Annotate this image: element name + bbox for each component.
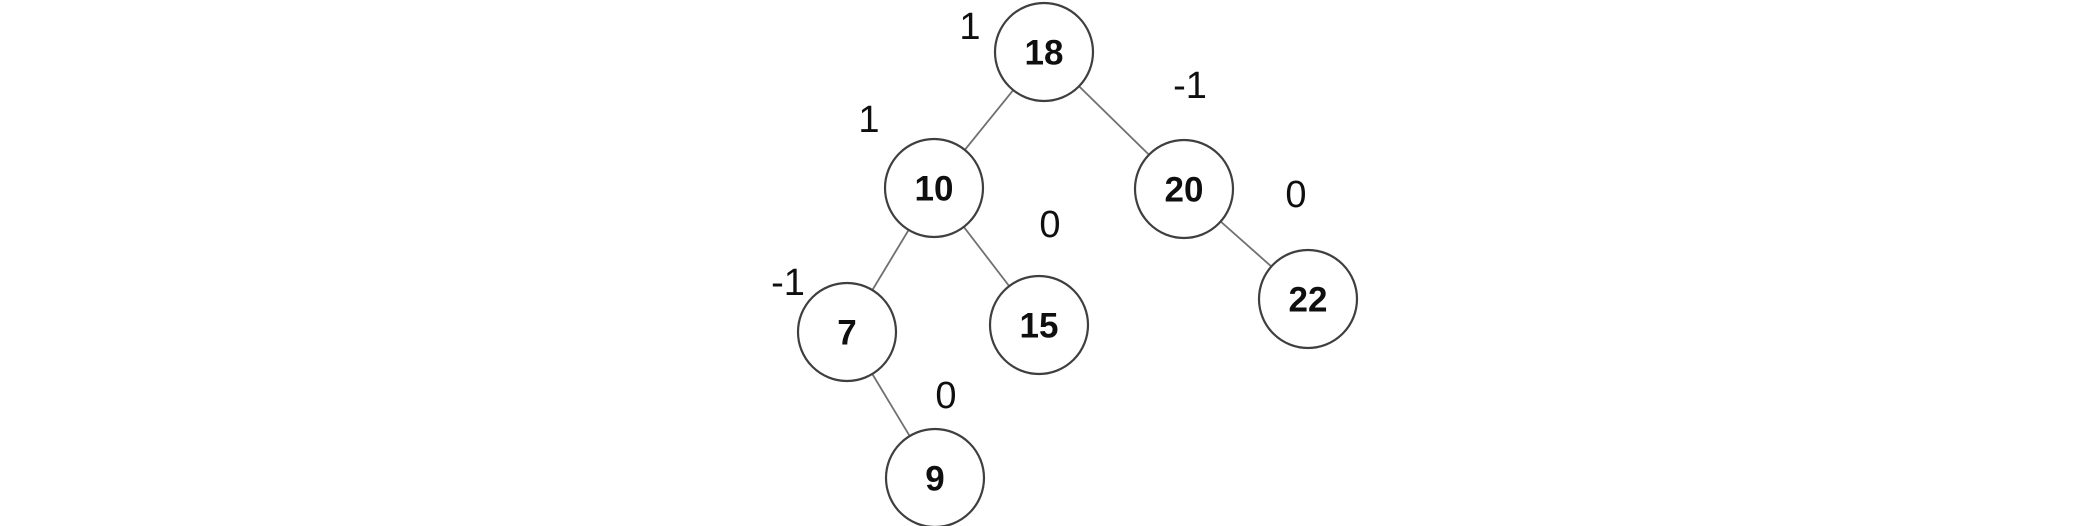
tree-node-20 <box>1133 138 1235 240</box>
tree-node-18 <box>993 1 1095 103</box>
tree-node-15 <box>988 274 1090 376</box>
balance-label-7: -1 <box>771 262 805 304</box>
tree-node-9 <box>884 427 986 526</box>
balance-label-9: 0 <box>935 375 956 417</box>
balance-label-15: 0 <box>1039 204 1060 246</box>
node-value-7: 7 <box>837 314 856 353</box>
balance-label-20: -1 <box>1173 65 1207 107</box>
node-value-10: 10 <box>915 170 954 209</box>
node-value-9: 9 <box>925 460 944 499</box>
balance-label-18: 1 <box>959 6 980 48</box>
node-value-22: 22 <box>1289 281 1328 320</box>
tree-node-7 <box>796 281 898 383</box>
balance-label-22: 0 <box>1285 174 1306 216</box>
tree-node-10 <box>883 137 985 239</box>
balance-label-10: 1 <box>858 99 879 141</box>
node-value-18: 18 <box>1025 34 1064 73</box>
node-value-20: 20 <box>1165 171 1204 210</box>
node-value-15: 15 <box>1020 307 1059 346</box>
tree-node-22 <box>1257 248 1359 350</box>
